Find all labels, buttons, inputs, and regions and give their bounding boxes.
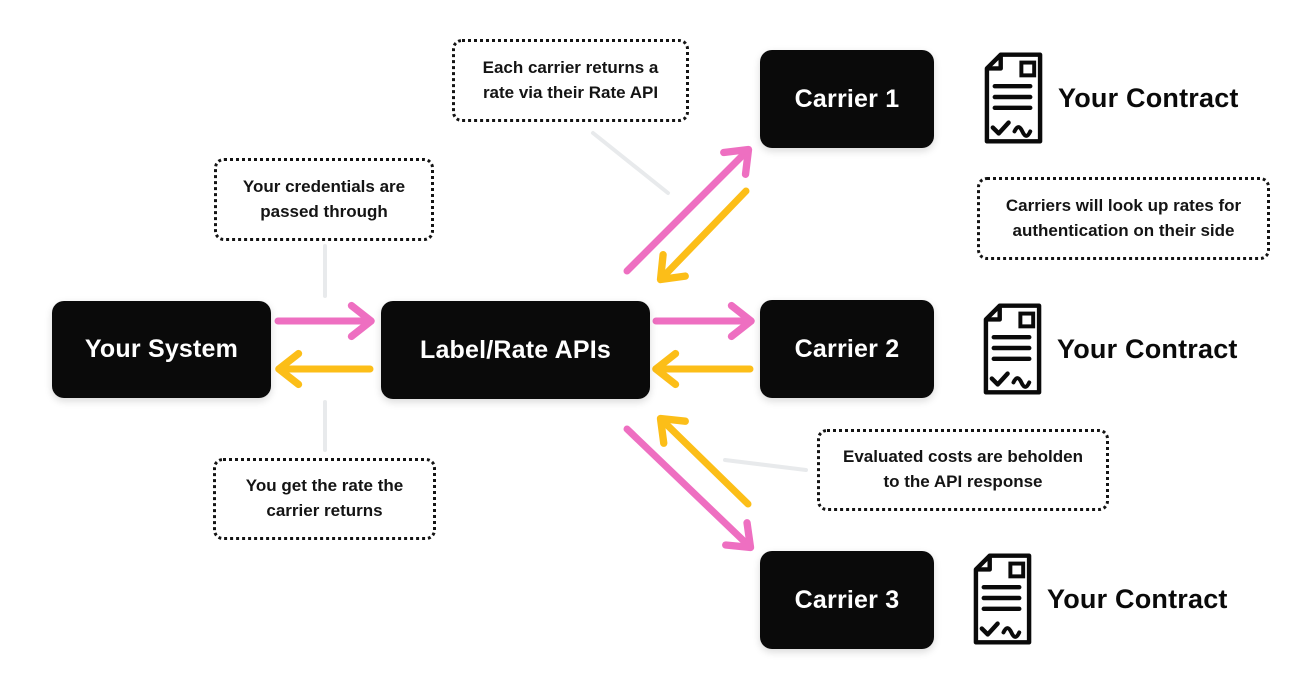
callout-text: Evaluated costs are beholden to the API … — [843, 447, 1083, 491]
node-label: Carrier 3 — [794, 585, 900, 614]
arrow-api-to-carrier-1 — [623, 145, 753, 275]
contract-label: Your Contract — [1047, 583, 1228, 614]
contract-document-icon — [973, 553, 1032, 645]
callout-text: Carriers will look up rates for authenti… — [1005, 195, 1242, 240]
callout-text: Each carrier returns a rate via their Ra… — [482, 57, 659, 102]
node-carrier-3: Carrier 3 — [760, 551, 934, 649]
connector-rate-api-note — [591, 131, 670, 195]
node-label-rate-apis: Label/Rate APIs — [381, 301, 650, 399]
callout-credentials-note: Your credentials are passed through — [214, 158, 434, 241]
node-label: Your System — [84, 335, 239, 363]
callout-evaluated-costs-note: Evaluated costs are beholden to the API … — [817, 429, 1109, 511]
node-carrier-1: Carrier 1 — [760, 50, 934, 148]
node-label: Label/Rate APIs — [419, 335, 612, 364]
contract-group-3: Your Contract — [971, 552, 1228, 646]
node-carrier-2: Carrier 2 — [760, 300, 934, 398]
callout-rate-api-note: Each carrier returns a rate via their Ra… — [452, 39, 689, 122]
callout-text: Your credentials are passed through — [242, 176, 406, 221]
node-your-system: Your System — [52, 301, 271, 398]
contract-group-1: Your Contract — [982, 51, 1239, 145]
contract-label: Your Contract — [1058, 82, 1239, 113]
connector-evaluated-costs-note — [723, 458, 808, 472]
contract-group-2: Your Contract — [981, 302, 1238, 396]
arrow-carrier-3-to-api — [656, 414, 752, 508]
node-label: Carrier 1 — [794, 84, 900, 113]
contract-label: Your Contract — [1057, 333, 1238, 364]
callout-carrier-auth-note: Carriers will look up rates for authenti… — [977, 177, 1270, 260]
callout-text: You get the rate the carrier returns — [245, 476, 404, 520]
callout-rate-returned-note: You get the rate the carrier returns — [213, 458, 436, 540]
arrow-carrier-1-to-api — [656, 187, 750, 284]
arrow-api-to-carrier-3 — [623, 425, 755, 552]
contract-document-icon — [984, 52, 1043, 144]
contract-document-icon — [983, 303, 1042, 395]
node-label: Carrier 2 — [794, 334, 900, 363]
